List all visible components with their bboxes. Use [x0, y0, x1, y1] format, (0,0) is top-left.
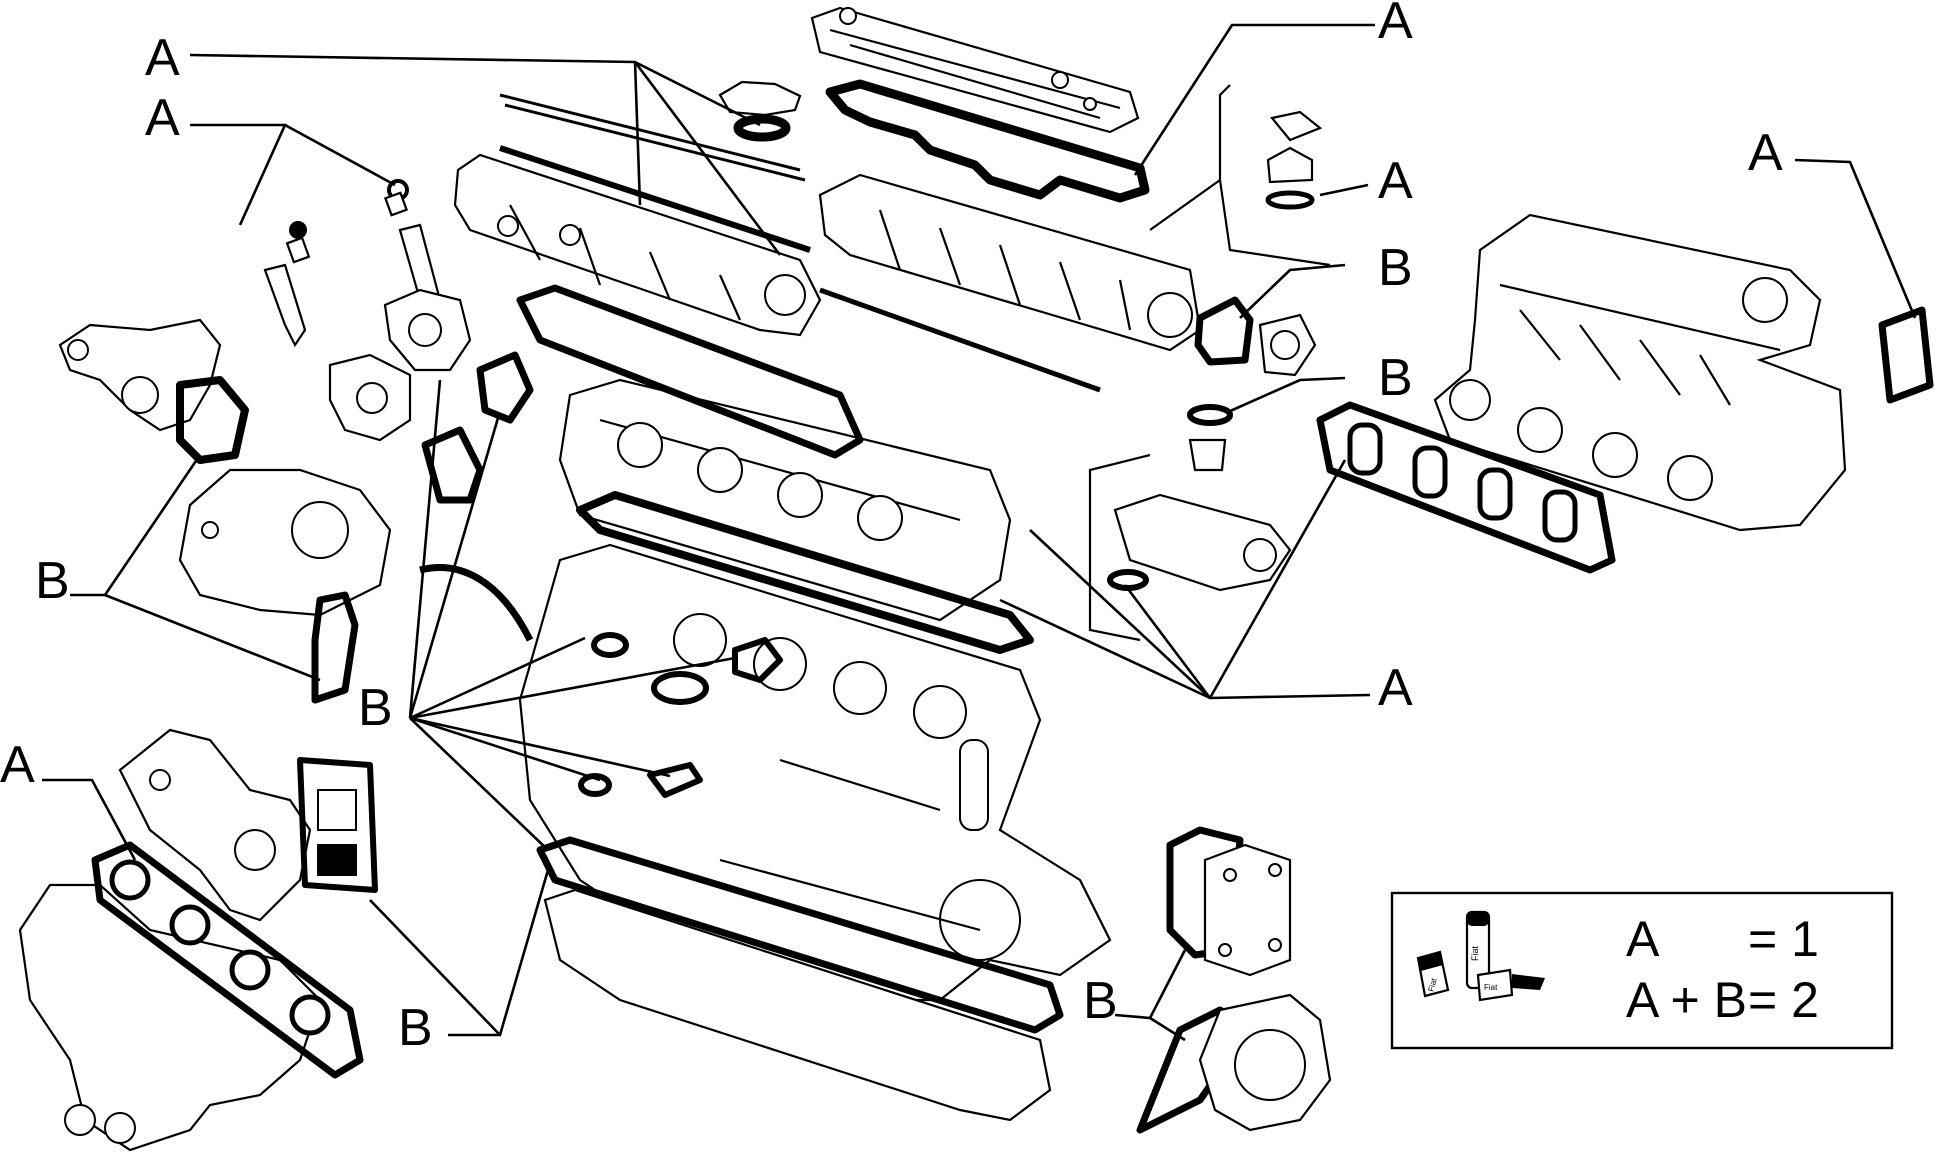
small-flanges: [328, 288, 534, 504]
right-flange-gasket: [1878, 306, 1934, 404]
callout-a-far-right: A: [1748, 124, 1783, 182]
thermostat-housing: [1107, 404, 1292, 592]
callout-a-cap-oring: A: [1378, 152, 1413, 210]
legend-line1-eq: = 1: [1748, 911, 1819, 967]
callout-a-top-right: A: [1378, 0, 1413, 50]
callout-b-thermo-seal: B: [1378, 349, 1413, 407]
intake-manifold-upper: [818, 173, 1202, 352]
thermo-bracket: [1088, 453, 1151, 642]
callout-b-pump-gasket: B: [1378, 239, 1413, 297]
legend-line1-lhs: A: [1626, 911, 1660, 967]
cover-plate: [1166, 826, 1292, 977]
kit-label-right: Fiat: [1484, 983, 1498, 992]
callout-b-left: B: [35, 552, 70, 610]
rear-seal-housing: [1136, 993, 1332, 1134]
exhaust-manifold: [18, 883, 322, 1152]
legend-line2-lhs: A + B: [1626, 972, 1747, 1028]
engine-block: [518, 543, 1112, 1002]
callout-b-bottom-right: B: [1083, 972, 1118, 1030]
callout-a-valve: A: [145, 89, 180, 147]
oil-pan: [536, 836, 1064, 1122]
intake-manifold-gasket: [1316, 401, 1616, 574]
exhaust-gasket: [91, 841, 364, 1079]
block-seal-rings: [578, 632, 783, 798]
oil-pump: [178, 468, 534, 704]
valves-seals: [263, 179, 442, 348]
cap-bracket: [1149, 84, 1331, 267]
callout-labels: A A A A B B A B B A A B B: [0, 0, 1783, 1057]
callout-b-bottom-center: B: [398, 999, 433, 1057]
callout-a-top-left: A: [145, 29, 180, 87]
callout-a-center-right: A: [1378, 659, 1413, 717]
intake-manifold-right: [1433, 213, 1847, 532]
cylinder-head: [558, 378, 1012, 622]
thermostat-cap: [1265, 110, 1323, 210]
head-gasket: [576, 491, 1034, 654]
cam-carrier-gasket: [516, 284, 864, 459]
cam-cover-gasket-strip: [499, 145, 811, 253]
rocker-cover: [810, 6, 1140, 134]
callout-a-bottom-left: A: [0, 736, 35, 794]
leader-lines: [42, 23, 1917, 1042]
cam-side-strip: [819, 287, 1101, 393]
legend-box: Fiat Fiat Fiat A = 1 A + B = 2: [1390, 891, 1894, 1050]
water-pump: [58, 318, 249, 464]
square-flange-gasket: [297, 757, 378, 893]
gasket-kit-icon: Fiat Fiat Fiat: [1416, 910, 1545, 1002]
legend-line2-eq: = 2: [1748, 972, 1819, 1028]
callout-b-center: B: [358, 679, 393, 737]
rocker-cover-gasket: [825, 79, 1150, 203]
camshaft-housing: [453, 153, 822, 337]
bottom-left-pump: [118, 728, 312, 922]
pump-flange: [1194, 296, 1317, 377]
cam-gasket-strip: [499, 93, 806, 182]
kit-label-tube: Fiat: [1470, 945, 1480, 961]
kit-label-left: Fiat: [1427, 977, 1439, 993]
